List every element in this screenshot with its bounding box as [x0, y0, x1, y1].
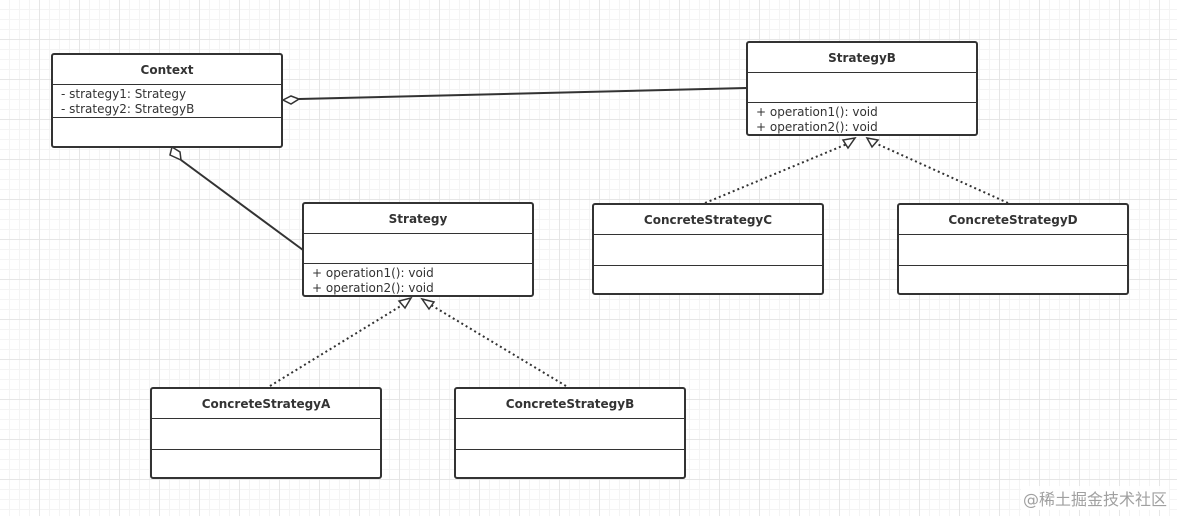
class-concrete-strategy-c[interactable]: ConcreteStrategyC: [592, 203, 824, 295]
class-methods: [899, 266, 1127, 293]
class-strategyb[interactable]: StrategyB + operation1(): void + operati…: [746, 41, 978, 136]
class-name: ConcreteStrategyA: [152, 389, 380, 419]
class-concrete-strategy-a[interactable]: ConcreteStrategyA: [150, 387, 382, 479]
realization-arrowhead-a-strategy: [397, 296, 413, 310]
class-attributes: [456, 419, 684, 450]
class-name: Context: [53, 55, 281, 85]
class-name: Strategy: [304, 204, 532, 234]
aggregation-diamond-context-strategyb: [281, 95, 301, 105]
class-methods: [152, 450, 380, 477]
realization-line-b-strategy: [430, 304, 567, 387]
class-methods: + operation1(): void + operation2(): voi…: [748, 103, 976, 137]
class-methods: [456, 450, 684, 477]
class-concrete-strategy-b[interactable]: ConcreteStrategyB: [454, 387, 686, 479]
realization-arrowhead-c-strategyb: [841, 136, 857, 150]
realization-line-a-strategy: [269, 303, 405, 387]
class-name: StrategyB: [748, 43, 976, 73]
method-operation2: + operation2(): void: [756, 120, 878, 134]
realization-line-c-strategyb: [704, 143, 848, 204]
watermark-text: @稀土掘金技术社区: [1020, 486, 1169, 510]
realization-arrowhead-d-strategyb: [865, 136, 880, 149]
realization-line-d-strategyb: [874, 142, 1009, 204]
class-name: ConcreteStrategyC: [594, 205, 822, 235]
aggregation-line-context-strategy: [180, 159, 304, 251]
class-strategy[interactable]: Strategy + operation1(): void + operatio…: [302, 202, 534, 297]
class-context[interactable]: Context - strategy1: Strategy - strategy…: [51, 53, 283, 148]
method-operation1: + operation1(): void: [312, 266, 434, 280]
attribute-strategy2: - strategy2: StrategyB: [61, 102, 195, 116]
class-methods: [594, 266, 822, 293]
aggregation-line-context-strategyb: [298, 87, 747, 100]
class-concrete-strategy-d[interactable]: ConcreteStrategyD: [897, 203, 1129, 295]
attribute-strategy1: - strategy1: Strategy: [61, 87, 187, 101]
class-attributes: [899, 235, 1127, 266]
class-attributes: [304, 234, 532, 264]
method-operation1: + operation1(): void: [756, 105, 878, 119]
class-name: ConcreteStrategyD: [899, 205, 1127, 235]
class-methods: + operation1(): void + operation2(): voi…: [304, 264, 532, 298]
class-name: ConcreteStrategyB: [456, 389, 684, 419]
aggregation-diamond-context-strategy: [169, 145, 182, 162]
class-attributes: [594, 235, 822, 266]
class-attributes: [152, 419, 380, 450]
class-methods: [53, 118, 281, 146]
class-attributes: - strategy1: Strategy - strategy2: Strat…: [53, 85, 281, 118]
method-operation2: + operation2(): void: [312, 281, 434, 295]
realization-arrowhead-b-strategy: [420, 297, 436, 311]
class-attributes: [748, 73, 976, 103]
